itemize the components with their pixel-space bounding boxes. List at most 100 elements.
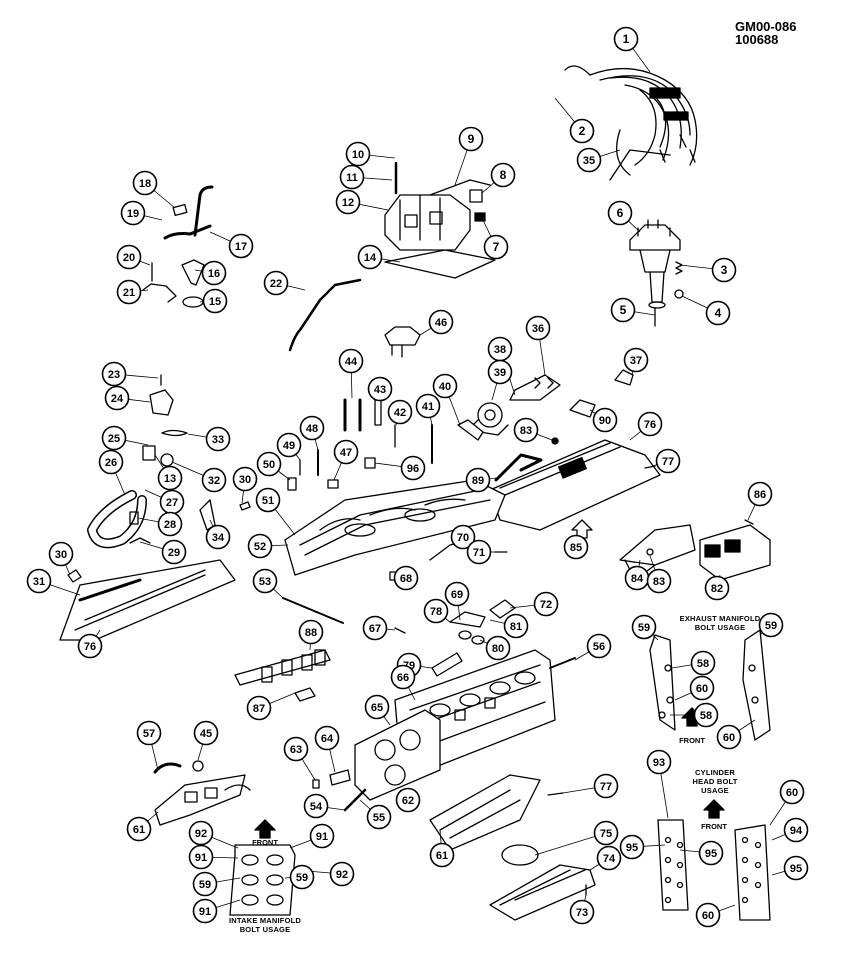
callout-17: 17	[228, 233, 254, 259]
callout-circle	[188, 844, 214, 870]
callout-number: 80	[492, 643, 504, 655]
nut-83-drawing	[551, 437, 559, 445]
callout-number: 95	[626, 842, 638, 854]
callout-circle	[126, 816, 152, 842]
callout-number: 25	[108, 433, 120, 445]
callout-circle	[646, 568, 672, 594]
callout-number: 55	[373, 812, 385, 824]
callout-91: 91	[188, 844, 214, 870]
callout-circle	[466, 539, 492, 565]
callout-number: 85	[570, 542, 582, 554]
callout-number: 92	[195, 828, 207, 840]
callout-number: 70	[457, 532, 469, 544]
callout-22: 22	[263, 270, 289, 296]
callout-circle	[783, 855, 809, 881]
callout-number: 60	[723, 732, 735, 744]
callout-number: 16	[208, 268, 220, 280]
callout-number: 3	[721, 263, 728, 277]
callout-number: 58	[697, 658, 709, 670]
callout-number: 95	[790, 863, 802, 875]
callout-89: 89	[465, 467, 491, 493]
callout-circle	[232, 466, 258, 492]
callout-number: 54	[310, 801, 323, 813]
callout-number: 32	[208, 475, 220, 487]
callout-circle	[157, 465, 183, 491]
callout-number: 89	[472, 475, 484, 487]
callout-68: 68	[393, 565, 419, 591]
callout-26: 26	[98, 449, 124, 475]
callout-91: 91	[309, 823, 335, 849]
callout-number: 68	[400, 573, 412, 585]
callout-circle	[450, 524, 476, 550]
callout-circle	[335, 189, 361, 215]
callout-number: 56	[593, 641, 605, 653]
callout-circle	[157, 511, 183, 537]
callout-18: 18	[132, 170, 158, 196]
callout-circle	[393, 565, 419, 591]
washer-drawing	[674, 289, 684, 299]
callout-71: 71	[466, 539, 492, 565]
callout-number: 58	[700, 710, 712, 722]
callout-48: 48	[299, 415, 325, 441]
callout-84: 84	[624, 565, 650, 591]
callout-number: 20	[123, 252, 135, 264]
callout-49: 49	[276, 432, 302, 458]
drawing-date: 100688	[735, 32, 779, 47]
fuel-line-drawing	[288, 278, 362, 352]
callout-number: 17	[235, 241, 247, 253]
callout-number: 7	[493, 240, 500, 254]
callout-number: 59	[199, 879, 211, 891]
callout-number: 53	[259, 576, 271, 588]
callout-number: 76	[84, 641, 96, 653]
intake-manifold-drawing	[284, 479, 506, 576]
front-label-exhaust: FRONT	[679, 736, 705, 745]
clamp-29-drawing	[129, 537, 151, 544]
callout-number: 73	[576, 907, 588, 919]
intake-bolt-pattern-drawing	[229, 844, 296, 916]
callout-circle	[367, 376, 393, 402]
callout-number: 91	[199, 906, 211, 918]
thermostat-13-drawing	[142, 445, 156, 461]
callout-69: 69	[444, 581, 470, 607]
callout-number: 81	[510, 621, 522, 633]
callout-circle	[569, 118, 595, 144]
callout-number: 66	[397, 672, 409, 684]
callout-circle	[263, 270, 289, 296]
front-label-intake: FRONT	[252, 838, 278, 847]
bracket-40-drawing	[457, 419, 484, 441]
callout-circle	[695, 902, 721, 928]
cylinder-caption-line-1: CYLINDER	[695, 768, 735, 777]
exhaust-manifold-right-drawing	[489, 844, 596, 921]
callout-19: 19	[120, 200, 146, 226]
callout-circle	[593, 820, 619, 846]
callout-circle	[593, 773, 619, 799]
callout-number: 67	[369, 623, 381, 635]
callout-94: 94	[783, 817, 809, 843]
sender-50-drawing	[287, 477, 297, 491]
fitting-96-drawing	[364, 457, 376, 469]
callout-65: 65	[364, 694, 390, 720]
clip-30b-drawing	[67, 569, 82, 583]
callout-78: 78	[423, 598, 449, 624]
cylinder-bolt-pattern-drawing	[657, 819, 771, 921]
exhaust-manifold-left-drawing	[154, 774, 251, 826]
callout-38: 38	[487, 336, 513, 362]
callout-circle	[646, 749, 672, 775]
callout-circle	[298, 619, 324, 645]
callout-number: 91	[316, 831, 328, 843]
leader-line-75	[534, 832, 607, 856]
callout-circle	[201, 260, 227, 286]
callout-circle	[201, 467, 227, 493]
callout-67: 67	[362, 615, 388, 641]
lifter-guide-drawing	[234, 649, 331, 702]
fitting-64-drawing	[329, 769, 351, 786]
callout-number: 59	[296, 872, 308, 884]
intake-caption-line-2: BOLT USAGE	[239, 925, 291, 934]
callout-60: 60	[779, 779, 805, 805]
callout-number: 51	[262, 495, 274, 507]
callout-number: 74	[603, 853, 616, 865]
callout-6: 6	[607, 200, 633, 226]
callout-number: 5	[620, 303, 627, 317]
callout-circle	[256, 451, 282, 477]
